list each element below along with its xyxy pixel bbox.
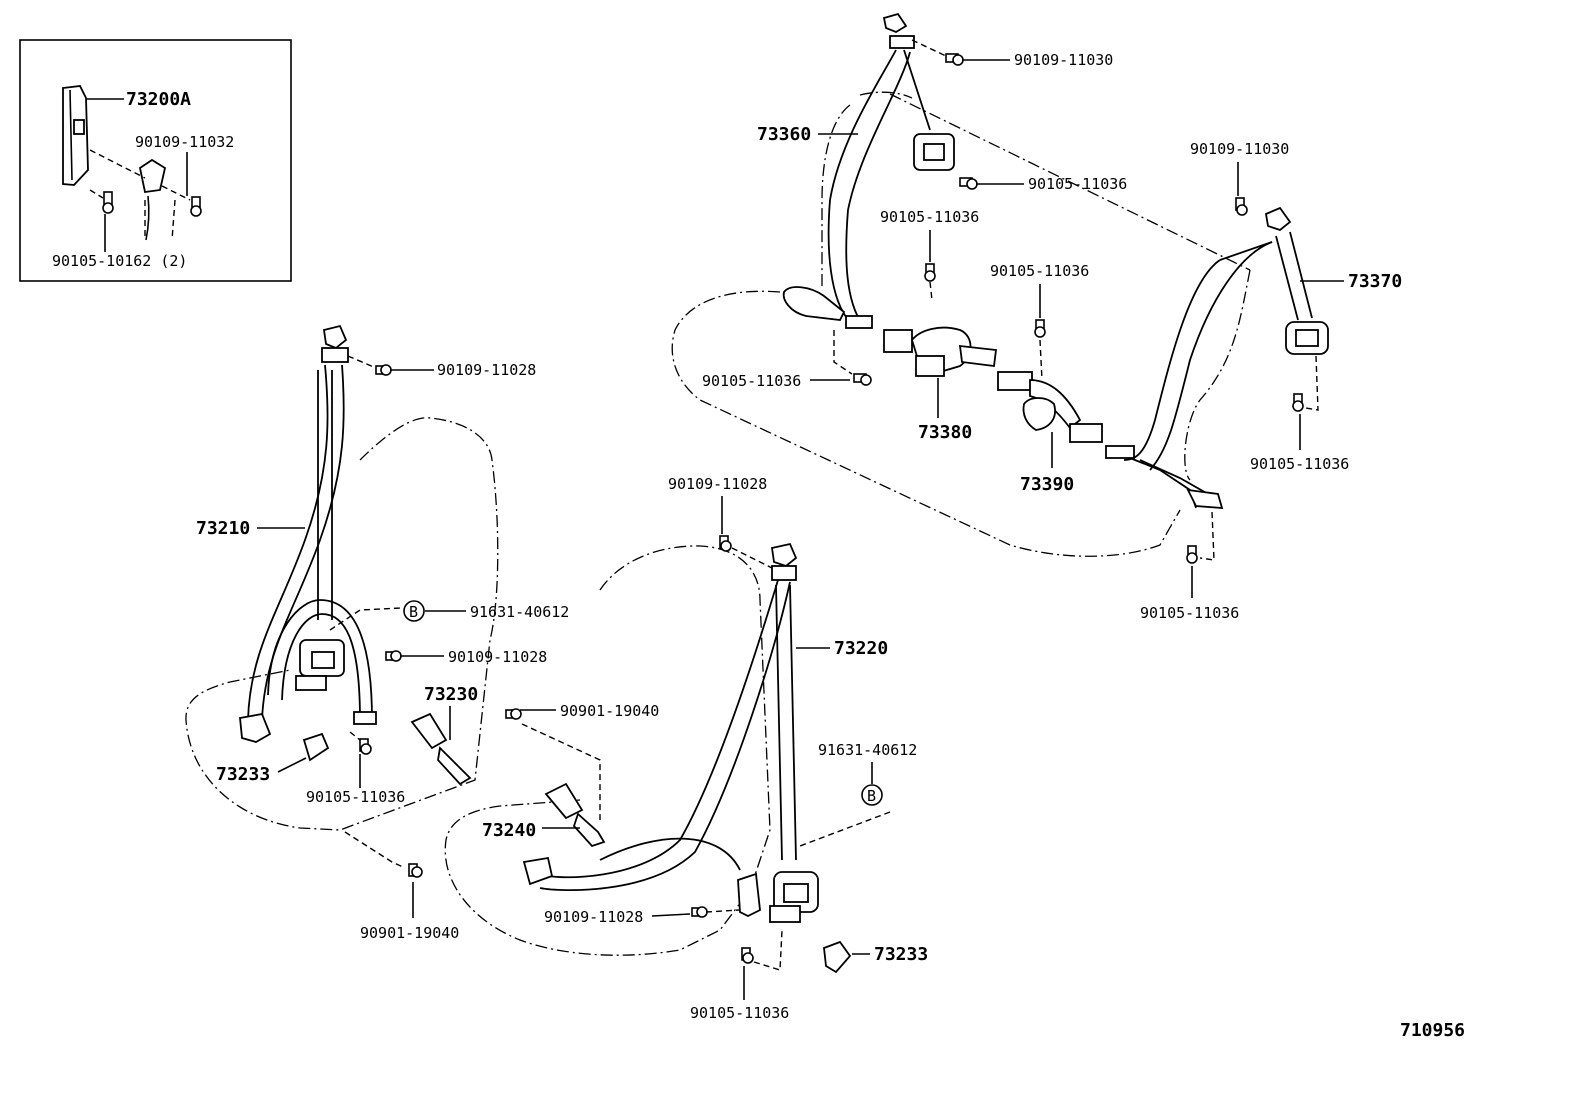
bolt-icon [945, 53, 964, 66]
label-91631-40612-a: 91631-40612 [470, 603, 569, 621]
label-90109-11028-b: 90109-11028 [448, 648, 547, 666]
label-73390: 73390 [1020, 474, 1074, 495]
label-73233-b: 73233 [874, 944, 928, 965]
label-73220: 73220 [834, 638, 888, 659]
anchor-icon [1264, 206, 1292, 232]
marker-b: B [867, 787, 876, 805]
buckle [410, 712, 448, 750]
seat-outline [185, 417, 499, 831]
label-90109-11030-a: 90109-11030 [1014, 51, 1113, 69]
label-90109-11028-a: 90109-11028 [437, 361, 536, 379]
bolt-icon [359, 738, 372, 755]
label-90105-11036-f: 90105-11036 [702, 372, 801, 390]
buckle [544, 782, 584, 820]
label-90105-11036-b: 90105-11036 [690, 1004, 789, 1022]
diagram-id: 710956 [1400, 1020, 1465, 1041]
seatback-line [889, 93, 1251, 271]
bolt-icon [1034, 319, 1046, 338]
bolt-icon [408, 863, 423, 878]
label-90901-19040-a: 90901-19040 [360, 924, 459, 942]
bolt-icon [959, 177, 978, 190]
label-90109-11030-b: 90109-11030 [1190, 140, 1289, 158]
label-73360: 73360 [757, 124, 811, 145]
marker-b-icon [861, 784, 883, 806]
bolt-icon [375, 364, 392, 376]
label-90109-11032: 90109-11032 [135, 133, 234, 151]
label-73233-a: 73233 [216, 764, 270, 785]
floor-plate [522, 856, 554, 886]
label-73210: 73210 [196, 518, 250, 539]
bolt-icon [1235, 197, 1248, 216]
front-right-seat-group: 90109-11028 73220 90901-19040 91631-4061… [444, 475, 928, 1022]
anchor-icon [882, 12, 908, 34]
label-91631-40612-b: 91631-40612 [818, 741, 917, 759]
bolt-icon [853, 373, 872, 386]
bolt-icon [190, 196, 202, 217]
anchor-icon [322, 324, 348, 350]
label-73240: 73240 [482, 820, 536, 841]
bolt-icon [102, 191, 114, 214]
marker-b-icon [403, 600, 425, 622]
center-buckle [883, 329, 913, 353]
center-buckle [997, 371, 1033, 391]
front-left-seat-group: 90109-11028 73210 B 91631-40612 90109-11… [185, 324, 569, 942]
bolt-icon [1186, 545, 1198, 564]
label-90109-11028-d: 90109-11028 [544, 908, 643, 926]
floor-plate [782, 286, 846, 321]
belt-webbing [247, 364, 329, 721]
label-90105-11036-c: 90105-11036 [1028, 175, 1127, 193]
label-90109-11028-c: 90109-11028 [668, 475, 767, 493]
label-90105-10162: 90105-10162 (2) [52, 252, 187, 270]
label-73370: 73370 [1348, 271, 1402, 292]
inset-frame [19, 39, 292, 282]
label-90105-11036-h: 90105-11036 [1140, 604, 1239, 622]
marker-b: B [409, 603, 418, 621]
label-73380: 73380 [918, 422, 972, 443]
label-90105-11036-d: 90105-11036 [880, 208, 979, 226]
bolt-icon [719, 535, 732, 552]
bolt-icon [385, 650, 402, 662]
inset-detail: 73200A 90109-11032 90105-10162 (2) [19, 39, 292, 282]
label-73200A: 73200A [126, 89, 191, 110]
cover-part [823, 940, 852, 974]
label-90105-11036-e: 90105-11036 [990, 262, 1089, 280]
anchor-icon [770, 542, 798, 568]
bolt-icon [924, 263, 936, 282]
label-90901-19040-b: 90901-19040 [560, 702, 659, 720]
anchor-plate [138, 158, 167, 194]
seat-cushion-outline [671, 290, 1181, 557]
cover-part [302, 732, 330, 762]
rear-seat-group: 90109-11030 73360 90105-11036 90109-1103… [671, 12, 1402, 622]
bolt-icon [741, 947, 754, 964]
label-90105-11036-g: 90105-11036 [1250, 455, 1349, 473]
label-73230: 73230 [424, 684, 478, 705]
bolt-icon [1292, 393, 1304, 412]
seat-outline [444, 545, 771, 956]
bolt-icon [505, 708, 522, 720]
bolt-icon [691, 906, 708, 918]
bracket-part [62, 85, 89, 186]
floor-plate [239, 712, 272, 743]
label-90105-11036-a: 90105-11036 [306, 788, 405, 806]
